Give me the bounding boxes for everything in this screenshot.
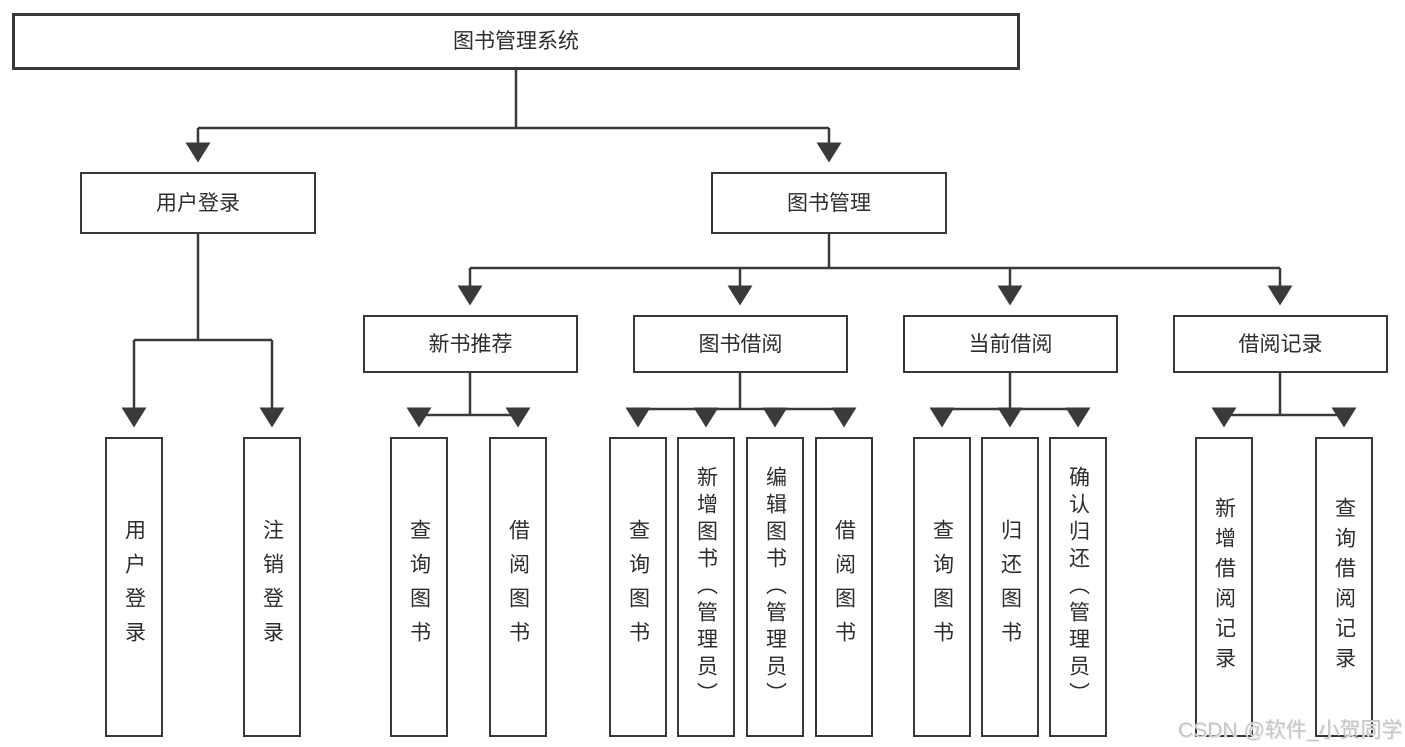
csdn-watermark: CSDN @软件_小贺同学 bbox=[1178, 719, 1403, 742]
node-borrow-records: 借阅记录 bbox=[1173, 315, 1388, 373]
leaf-return-book: 归还图书 bbox=[981, 437, 1039, 737]
leaf-user-login: 用户登录 bbox=[105, 437, 163, 737]
leaf-add-book-admin: 新增图书（管理员） bbox=[677, 437, 735, 737]
leaf-query-books-borrow: 查询图书 bbox=[609, 437, 667, 737]
leaf-borrow-books-recommend: 借阅图书 bbox=[489, 437, 547, 737]
node-new-book-recommend: 新书推荐 bbox=[363, 315, 578, 373]
leaf-logout: 注销登录 bbox=[243, 437, 301, 737]
leaf-query-books-recommend: 查询图书 bbox=[390, 437, 448, 737]
node-book-management: 图书管理 bbox=[711, 172, 947, 234]
node-user-login: 用户登录 bbox=[80, 172, 316, 234]
node-book-borrow: 图书借阅 bbox=[633, 315, 848, 373]
leaf-query-books-current: 查询图书 bbox=[913, 437, 971, 737]
leaf-confirm-return-admin: 确认归还（管理员） bbox=[1049, 437, 1107, 737]
node-root: 图书管理系统 bbox=[12, 13, 1020, 70]
leaf-query-borrow-record: 查询借阅记录 bbox=[1315, 437, 1373, 737]
node-current-borrow: 当前借阅 bbox=[903, 315, 1118, 373]
leaf-add-borrow-record: 新增借阅记录 bbox=[1195, 437, 1253, 737]
leaf-edit-book-admin: 编辑图书（管理员） bbox=[746, 437, 804, 737]
leaf-borrow-books-borrow: 借阅图书 bbox=[815, 437, 873, 737]
